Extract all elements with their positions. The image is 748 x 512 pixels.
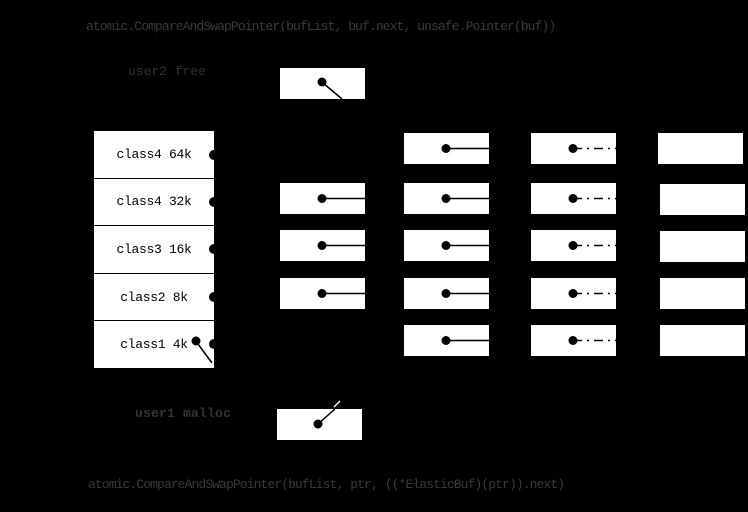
buflist-row-class2-8k: class2 8k [94,274,214,322]
user2-free-node [280,68,365,99]
node-16k-b [404,230,489,261]
node-16k-a [280,230,365,261]
head-pointer-icon [313,409,336,429]
node-32k-empty [660,184,745,215]
cas-pop-code: atomic.CompareAndSwapPointer(bufList, pt… [88,477,565,492]
node-64k-b [531,133,616,164]
user2-free-label: user2 free [128,64,207,79]
next-pointer-icon [441,144,489,153]
next-pointer-dashdot-icon [568,194,616,203]
buflist-row-class1-4k: class1 4k [120,337,188,353]
node-8k-c [531,278,616,309]
next-pointer-dashdot-icon [568,289,616,298]
buflist-row-class4-64k: class4 64k [94,131,214,179]
node-4k-empty [660,325,745,356]
buflist-row-class4-32k: class4 32k [94,179,214,227]
buflist-array: class4 64k class4 32k class3 16k class2 … [94,131,214,368]
node-8k-b [404,278,489,309]
next-pointer-icon [441,241,489,250]
next-pointer-icon [441,289,489,298]
next-pointer-dashdot-icon [568,144,616,153]
node-4k-b [531,325,616,356]
node-64k-a [404,133,489,164]
next-pointer-dashdot-icon [568,241,616,250]
user1-pointer-tail [333,400,341,408]
user1-malloc-node [277,409,362,440]
node-16k-c [531,230,616,261]
buflist-row-class3-16k: class3 16k [94,226,214,274]
node-8k-empty [660,278,745,309]
next-pointer-dashdot-icon [568,336,616,345]
node-32k-b [404,183,489,214]
next-pointer-icon [441,194,489,203]
head-pointer-icon [317,77,343,99]
node-64k-empty [658,133,743,164]
node-16k-empty [660,231,745,262]
cas-push-code: atomic.CompareAndSwapPointer(bufList, bu… [86,19,556,34]
node-32k-a [280,183,365,214]
next-pointer-icon [317,194,365,203]
node-8k-a [280,278,365,309]
next-pointer-icon [441,336,489,345]
next-pointer-icon [317,241,365,250]
user1-malloc-label: user1 malloc [135,406,232,421]
next-pointer-icon [317,289,365,298]
node-4k-a [404,325,489,356]
node-32k-c [531,183,616,214]
